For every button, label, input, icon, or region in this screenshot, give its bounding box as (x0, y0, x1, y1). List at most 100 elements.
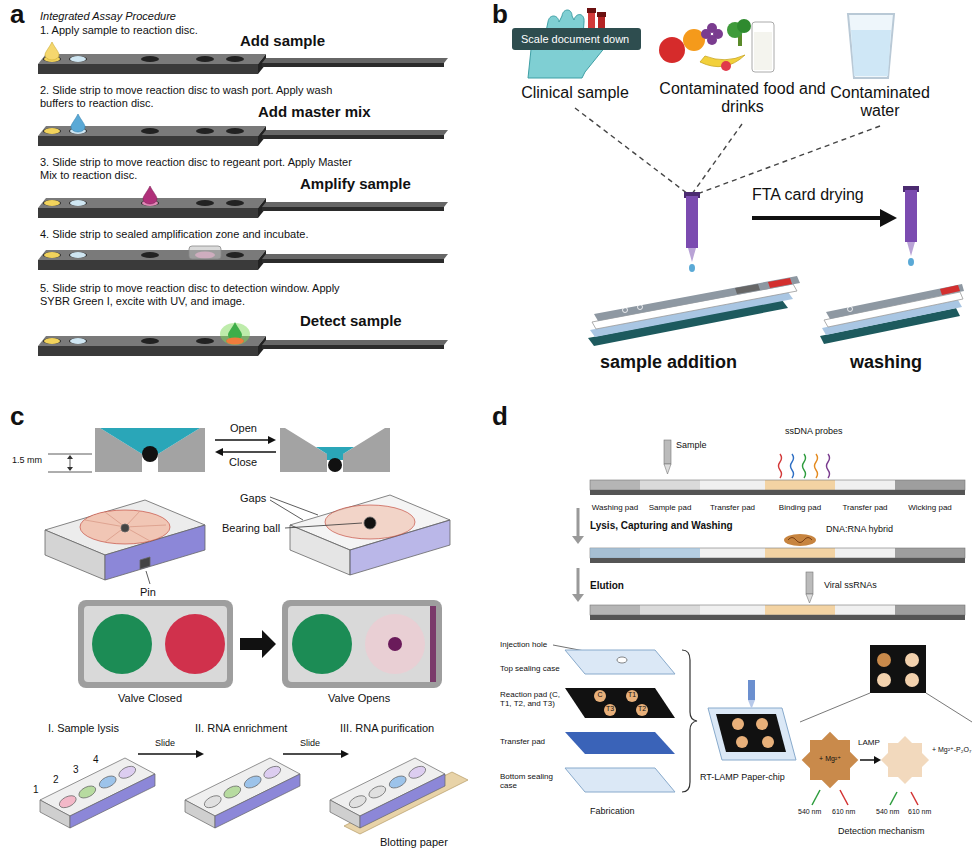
pipettes-part (905, 190, 917, 242)
label: + Mg²⁺-P₂O₇ (932, 746, 976, 754)
extraction-trays-part (407, 764, 428, 781)
label: DNA:RNA hybrid (826, 524, 893, 534)
node-text: Scale document down (521, 32, 632, 46)
pipettes (684, 186, 919, 272)
valve-isometric-part (270, 497, 318, 515)
paper-chip-layers-part (565, 732, 675, 754)
label: Injection hole (500, 640, 547, 649)
valve-photos-part (84, 606, 227, 682)
valve-sections-part (328, 458, 342, 472)
valve-sections-part (100, 428, 200, 472)
fta-cards-part (623, 308, 628, 313)
drying-arrow-part (752, 216, 882, 220)
detection-art-part (802, 732, 859, 789)
capture-strips-part (590, 605, 965, 620)
assay-strips-part (220, 323, 250, 345)
drying-arrow-part (880, 209, 897, 227)
label: Slide (300, 738, 320, 748)
fta-cards-part (826, 284, 964, 319)
valve-isometric-part (364, 517, 376, 529)
valve-sections-part (48, 472, 92, 473)
valve-isometric-part (285, 523, 362, 528)
capture-strips-part (784, 534, 816, 546)
detection-art-part (877, 673, 891, 687)
extraction-trays-part (242, 774, 263, 791)
label: Slide (155, 738, 175, 748)
panel-letter: c (10, 402, 24, 432)
valve-isometric-part (125, 525, 166, 527)
assay-strips-part (38, 198, 448, 218)
valve-sections-part (67, 455, 73, 459)
extraction-trays-part (283, 753, 341, 755)
label: Binding pad (765, 503, 835, 512)
paper-chip-layers-part (708, 708, 796, 760)
sample-sources-part (848, 14, 894, 78)
extraction-trays (40, 750, 468, 834)
label: 4 (93, 754, 99, 766)
paper-chip-layers-part (748, 680, 755, 700)
label: Top sealing case (500, 664, 560, 673)
valve-sections-part (223, 451, 276, 453)
label: Contaminated food and drinks (650, 80, 835, 117)
label: 1. Apply sample to reaction disc. (40, 24, 198, 37)
detection-art-part (870, 645, 926, 693)
label: Washing pad (590, 503, 640, 512)
detection-art-part (911, 792, 918, 805)
assay-strips-part (71, 114, 85, 132)
valve-sections-part (95, 428, 205, 472)
valve-photos-part (430, 606, 436, 682)
capture-strips-part (577, 568, 580, 595)
drying-arrow (752, 209, 897, 227)
pipettes-part (688, 248, 696, 262)
paper-chip-layers-part (762, 736, 774, 748)
extraction-trays-part (222, 784, 243, 801)
extraction-trays-part (387, 774, 408, 791)
valve-sections-part (215, 439, 268, 441)
label: 1 (33, 784, 39, 796)
capture-strips-part (590, 548, 700, 558)
valve-photos-part (282, 600, 442, 688)
label: Blotting paper (380, 836, 448, 849)
fta-cards-part (592, 284, 797, 329)
label: Close (229, 456, 257, 469)
paper-chip-layers-part (732, 718, 744, 730)
assay-strips-part (143, 186, 157, 204)
sample-sources-part (721, 61, 731, 71)
label: Detect sample (300, 312, 402, 329)
extraction-trays-part (138, 753, 196, 755)
label: T3 (604, 705, 616, 713)
label: 540 nm (876, 808, 899, 816)
sample-sources-part (659, 37, 685, 63)
valve-photos-part (288, 606, 436, 682)
paper-chip-layers-part (716, 714, 786, 752)
valve-isometric-part (80, 510, 170, 544)
capture-strips-part (815, 454, 818, 478)
paper-chip-layers-part (565, 768, 675, 792)
pipettes-part (907, 242, 915, 256)
detection-art-part (840, 790, 848, 805)
label: Lysis, Capturing and Washing (590, 520, 733, 532)
valve-sections-part (48, 454, 92, 455)
extraction-trays-part (344, 772, 468, 834)
sample-sources-part (707, 35, 717, 45)
capture-strips-part (791, 454, 794, 478)
extraction-trays-part (215, 774, 300, 828)
label: Elution (590, 580, 624, 592)
assay-strips-part (226, 338, 244, 345)
label: Reaction pad (C, T1, T2, and T3) (500, 690, 562, 708)
detection-art (800, 645, 972, 805)
fta-cards (588, 276, 964, 346)
label: 2 (53, 774, 59, 786)
valve-isometric-part (325, 505, 415, 539)
valve-photos-part (92, 614, 152, 674)
label: 540 nm (798, 808, 821, 816)
detection-art-part (874, 756, 881, 764)
fta-cards-part (594, 276, 800, 321)
label: Transfer pad (700, 503, 765, 512)
paper-chip-layers-part (594, 690, 606, 702)
valve-photos-part (388, 637, 402, 651)
valve-photos-part (240, 630, 276, 658)
detection-art-part (877, 653, 891, 667)
label: Gaps (240, 492, 266, 505)
capture-strips-part (803, 454, 806, 478)
